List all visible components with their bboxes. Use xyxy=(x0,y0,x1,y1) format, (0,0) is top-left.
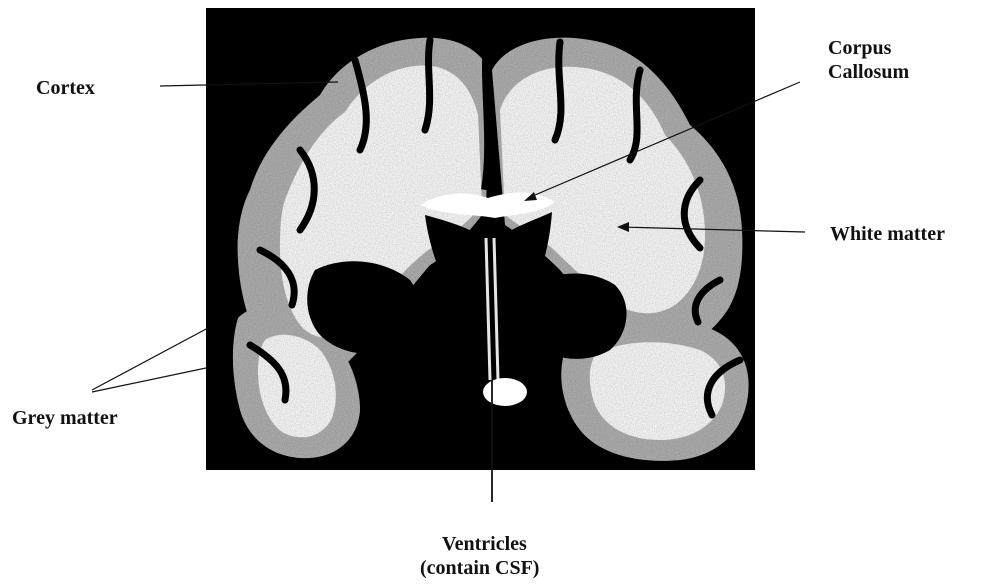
grey-matter-leader-line-upper xyxy=(92,328,208,390)
label-corpus-callosum-line2: Callosum xyxy=(828,60,909,84)
label-white-matter: White matter xyxy=(830,222,945,246)
label-corpus-callosum-line1: Corpus xyxy=(828,36,891,60)
interhemispheric-fissure xyxy=(486,40,489,190)
label-ventricles-line1: Ventricles xyxy=(442,532,527,556)
grey-matter-leader-line-lower xyxy=(92,368,206,392)
label-cortex: Cortex xyxy=(36,76,95,100)
label-ventricles-line2: (contain CSF) xyxy=(420,556,539,580)
basal-structure xyxy=(483,378,527,406)
label-grey-matter: Grey matter xyxy=(12,406,118,430)
